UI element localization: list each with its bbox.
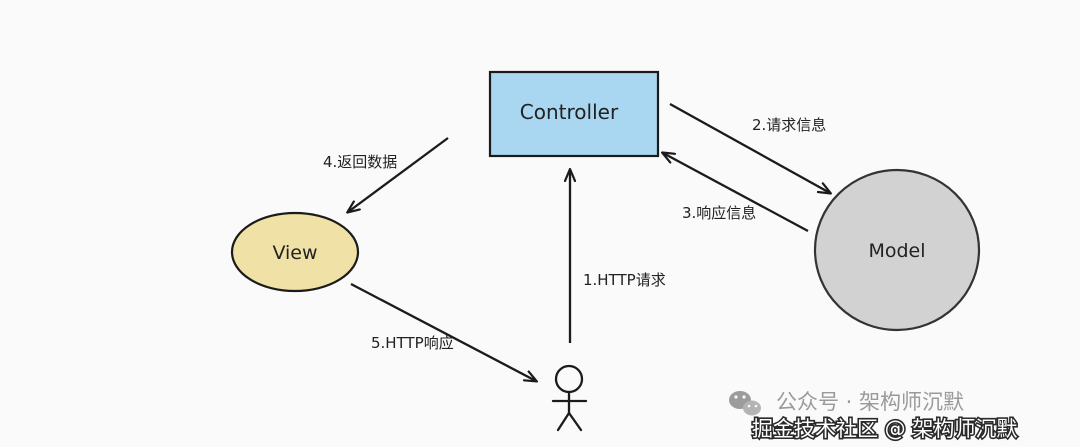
- edge-request-info: 2.请求信息: [669, 102, 830, 193]
- arrow-request-info: [669, 102, 830, 193]
- edge-label-response-info: 3.响应信息: [682, 204, 756, 222]
- arrow-http-response: [350, 282, 536, 381]
- model-label: Model: [868, 240, 925, 262]
- watermark-official-account: 公众号 · 架构师沉默: [776, 390, 964, 414]
- watermark: 公众号 · 架构师沉默 掘金技术社区 @ 架构师沉默: [729, 390, 1019, 443]
- controller-label: Controller: [520, 100, 619, 124]
- view-label: View: [272, 242, 317, 264]
- controller-box: [488, 70, 660, 158]
- arrow-response-info: [663, 153, 809, 233]
- edge-http-response: 5.HTTP响应: [350, 282, 536, 381]
- edge-response-info: 3.响应信息: [663, 153, 809, 233]
- edge-label-request-info: 2.请求信息: [752, 116, 826, 134]
- model-node: Model: [813, 168, 981, 332]
- wechat-icon: [729, 391, 761, 416]
- edge-return-data: 4.返回数据: [323, 137, 449, 212]
- stick-figure-icon: [551, 364, 588, 432]
- arrow-return-data: [348, 137, 449, 212]
- edge-label-http-request: 1.HTTP请求: [583, 271, 666, 289]
- view-node: View: [230, 211, 360, 293]
- model-circle: [813, 168, 981, 332]
- view-ellipse: [230, 211, 360, 293]
- edge-label-return-data: 4.返回数据: [323, 153, 397, 171]
- controller-node: Controller: [488, 70, 660, 158]
- edge-label-http-response: 5.HTTP响应: [371, 334, 454, 352]
- edge-http-request: 1.HTTP请求: [570, 170, 666, 343]
- watermark-community: 掘金技术社区 @ 架构师沉默: [752, 417, 1017, 441]
